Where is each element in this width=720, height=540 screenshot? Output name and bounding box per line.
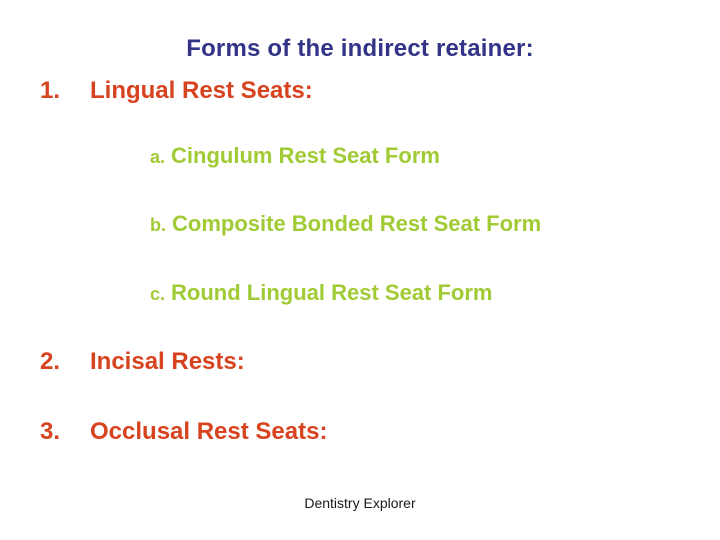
list-item-occlusal-rest-seats: 3. Occlusal Rest Seats: — [40, 418, 327, 446]
sub-item-letter: a. — [150, 147, 166, 167]
sub-item-label: Cingulum Rest Seat Form — [171, 143, 440, 168]
list-item-label: Lingual Rest Seats: — [90, 77, 313, 104]
sub-item-letter: b. — [150, 215, 166, 235]
list-item-label: Incisal Rests: — [90, 348, 245, 375]
list-item-number: 3. — [40, 418, 61, 445]
sub-item-round-lingual-rest-seat: c.Round Lingual Rest Seat Form — [150, 280, 492, 306]
list-item-lingual-rest-seats: 1. Lingual Rest Seats: — [40, 77, 313, 105]
sub-item-label: Round Lingual Rest Seat Form — [171, 280, 493, 305]
sub-item-composite-bonded-rest-seat: b. Composite Bonded Rest Seat Form — [150, 211, 541, 237]
sub-item-letter: c. — [150, 284, 166, 304]
sub-item-cingulum-rest-seat: a.Cingulum Rest Seat Form — [150, 143, 440, 169]
slide-footer-credit: Dentistry Explorer — [304, 495, 416, 511]
list-item-incisal-rests: 2. Incisal Rests: — [40, 348, 245, 376]
list-item-number: 1. — [40, 77, 61, 104]
list-item-label: Occlusal Rest Seats: — [90, 418, 328, 445]
sub-item-label: Composite Bonded Rest Seat Form — [172, 211, 542, 236]
slide-title: Forms of the indirect retainer: — [186, 35, 534, 62]
list-item-number: 2. — [40, 348, 61, 375]
